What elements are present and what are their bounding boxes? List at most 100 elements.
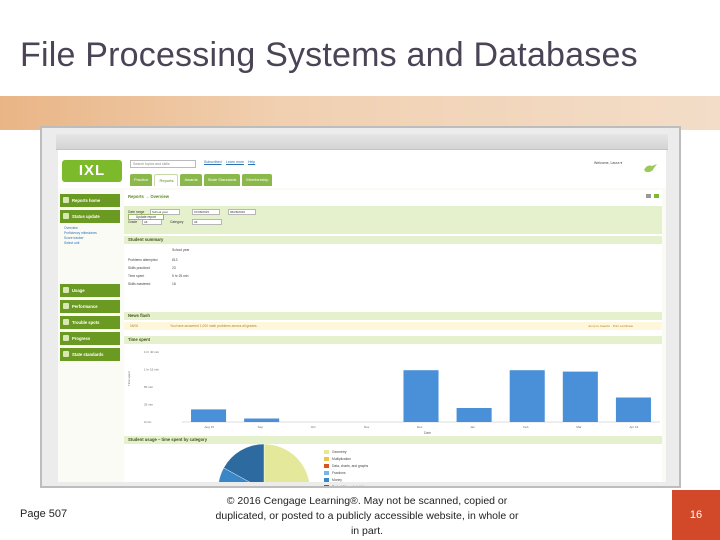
- sidebar-sub-select-unit[interactable]: Select unit: [64, 241, 80, 245]
- tab-state-standards[interactable]: State Standards: [203, 174, 241, 186]
- sidebar-item-status-update[interactable]: Status update: [60, 210, 120, 223]
- usage-icon: [63, 287, 69, 293]
- date-from-input[interactable]: 07/08/2015: [192, 209, 220, 215]
- category-label: Category: [170, 220, 184, 224]
- update-report-button[interactable]: Update report: [128, 214, 164, 220]
- summary-title: Student summary: [128, 237, 164, 242]
- title-accent-band: [0, 96, 720, 130]
- app-header: IXL Search topics and skills Subscribed …: [58, 150, 666, 188]
- date-to-input[interactable]: 06/28/2016: [228, 209, 256, 215]
- stat-label: Skills practiced: [128, 266, 150, 270]
- summary-column-header: School year: [172, 248, 190, 252]
- time-spent-bar: [244, 418, 280, 422]
- main-tab-bar: Practice Reports Awards State Standards …: [130, 174, 274, 188]
- legend-label: Multiplication: [332, 457, 352, 461]
- tab-reports[interactable]: Reports: [154, 174, 179, 186]
- slide-title: File Processing Systems and Databases: [20, 36, 638, 74]
- date-range-label: Date range: [128, 210, 145, 214]
- usage-pie-chart: [218, 443, 310, 482]
- warning-icon: [63, 319, 69, 325]
- copyright-notice: © 2016 Cengage Learning®. May not be sca…: [215, 495, 519, 537]
- grade-label: Grade: [128, 220, 138, 224]
- home-icon: [63, 197, 69, 203]
- pie-slice: [263, 443, 310, 482]
- search-input[interactable]: Search topics and skills: [130, 160, 196, 168]
- y-tick-label: 1 hr 15 min: [144, 368, 159, 372]
- tab-membership[interactable]: Membership: [242, 174, 273, 186]
- report-panel: Reports → Overview Date range School yea…: [124, 190, 662, 486]
- mascot-bird-icon: [644, 164, 657, 173]
- tab-practice[interactable]: Practice: [130, 174, 153, 186]
- sidebar-sub-score-tracker[interactable]: Score tracker: [64, 236, 84, 240]
- breadcrumb: Reports → Overview: [128, 194, 169, 199]
- sidebar-item-state-standards[interactable]: State standards: [60, 348, 120, 361]
- sidebar-item-trouble-spots[interactable]: Trouble spots: [60, 316, 120, 329]
- sidebar-item-usage[interactable]: Usage: [60, 284, 120, 297]
- legend-swatch: [324, 450, 329, 455]
- status-icon: [63, 213, 69, 219]
- x-tick-label: Jan: [470, 425, 475, 429]
- legend-label: Probability and statistics: [332, 485, 368, 488]
- sidebar-item-performance[interactable]: Performance: [60, 300, 120, 313]
- browser-toolbar: [56, 134, 668, 150]
- sidebar-item-progress[interactable]: Progress: [60, 332, 120, 345]
- stat-label: Problems attempted: [128, 258, 158, 262]
- summary-header: [124, 236, 662, 244]
- header-link-subscribed[interactable]: Subscribed: [204, 160, 222, 164]
- standards-icon: [63, 351, 69, 357]
- x-tick-label: Sep: [258, 425, 264, 429]
- sidebar-item-label: State standards: [72, 352, 104, 357]
- x-tick-label: Mar: [576, 425, 581, 429]
- x-tick-label: Nov: [364, 425, 370, 429]
- y-tick-label: 1 hr 40 min: [144, 350, 159, 354]
- slide-number: 16: [672, 490, 720, 540]
- sidebar-sub-overview[interactable]: Overview: [64, 226, 78, 230]
- x-axis-label: Date: [424, 431, 431, 435]
- sidebar-item-label: Usage: [72, 288, 85, 293]
- legend-swatch: [324, 471, 329, 476]
- time-spent-bar: [191, 409, 227, 422]
- print-icon[interactable]: [646, 193, 660, 199]
- legend-item: Probability and statistics: [324, 485, 368, 488]
- stat-value: 5 hr 25 min: [172, 274, 189, 278]
- stat-label: Time spent: [128, 274, 145, 278]
- legend-swatch: [324, 464, 329, 469]
- sidebar-sub-proficiency[interactable]: Proficiency milestones: [64, 231, 97, 235]
- stat-value: 18: [172, 282, 176, 286]
- header-link-help[interactable]: Help: [248, 160, 256, 164]
- news-date: 06/02: [130, 324, 139, 328]
- legend-item: Geometry: [324, 450, 346, 455]
- sidebar-item-label: Reports home: [72, 198, 101, 203]
- performance-icon: [63, 303, 69, 309]
- sidebar-item-label: Progress: [72, 336, 91, 341]
- legend-label: Fractions: [332, 471, 346, 475]
- legend-item: Money: [324, 478, 342, 483]
- tab-awards[interactable]: Awards: [180, 174, 202, 186]
- category-select[interactable]: All: [192, 219, 222, 225]
- y-tick-label: 25 min: [144, 403, 153, 407]
- legend-item: Fractions: [324, 471, 346, 476]
- news-header: [124, 312, 662, 320]
- header-link-learn-more[interactable]: Learn more: [226, 160, 244, 164]
- legend-swatch: [324, 478, 329, 483]
- news-links[interactable]: Jump to Awards · Print certificate: [588, 324, 634, 328]
- pie-slice: [223, 443, 265, 482]
- sidebar-item-label: Trouble spots: [72, 320, 100, 325]
- time-spent-header: [124, 336, 662, 344]
- time-spent-bar: [562, 371, 598, 422]
- y-axis-label: Time spent: [127, 371, 131, 386]
- ixl-logo[interactable]: IXL: [62, 160, 122, 182]
- x-tick-label: Dec: [417, 425, 423, 429]
- sidebar-item-reports-home[interactable]: Reports home: [60, 194, 120, 207]
- user-menu[interactable]: Welcome, Laura ▾: [594, 161, 623, 165]
- legend-label: Data, charts, and graphs: [332, 464, 369, 468]
- time-spent-bar: [456, 408, 492, 422]
- y-tick-label: 50 min: [144, 385, 153, 389]
- date-range-select[interactable]: School year: [150, 209, 180, 215]
- time-spent-bar: [615, 397, 651, 422]
- usage-header: [124, 436, 662, 444]
- embedded-screenshot: IXL Search topics and skills Subscribed …: [40, 126, 681, 488]
- legend-item: Data, charts, and graphs: [324, 464, 369, 469]
- x-tick-label: Apr 16: [629, 425, 638, 429]
